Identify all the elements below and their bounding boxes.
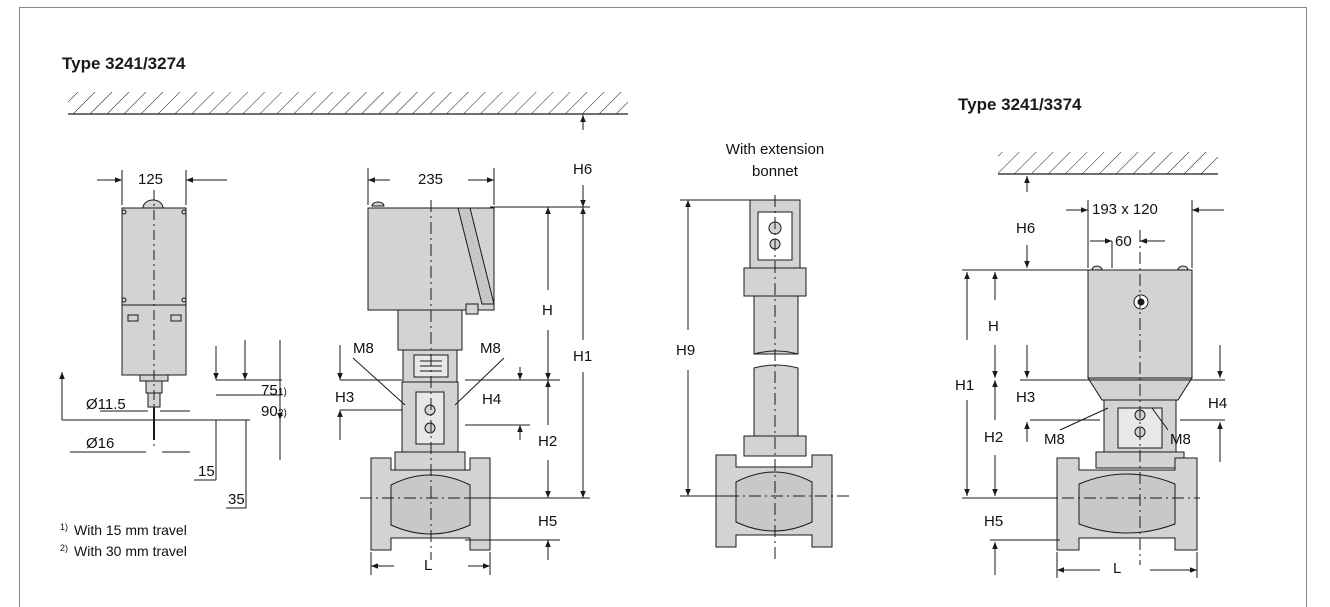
extension-H9-label: H9 (676, 342, 695, 359)
footnote-1-text: With 15 mm travel (74, 522, 187, 538)
technical-drawing: 125 Ø11.5 Ø16 75 1) 90 2) 15 35 1) With … (59, 92, 1227, 578)
dim-75-ref: 1) (278, 387, 287, 398)
extension-label-line2: bonnet (752, 163, 799, 180)
valve-front-view (360, 200, 500, 560)
right-H1-label: H1 (955, 377, 974, 394)
front-width-label: 235 (418, 171, 443, 188)
page: { "titles": { "left": "Type 3241/3274", … (19, 7, 1307, 607)
extension-label-line1: With extension (726, 141, 824, 158)
side-width-label: 125 (138, 171, 163, 188)
front-H5-label: H5 (538, 513, 557, 530)
dim-90-ref: 2) (278, 408, 287, 419)
actuator-side-view (121, 190, 187, 450)
front-H2-label: H2 (538, 433, 557, 450)
drawing-frame (19, 7, 1307, 607)
right-M8-left-label: M8 (1044, 431, 1065, 448)
front-M8-right-label: M8 (480, 340, 501, 357)
side-view-dimensions (59, 170, 283, 509)
right-H5-label: H5 (984, 513, 1003, 530)
right-H2-label: H2 (984, 429, 1003, 446)
right-view-dimensions (962, 176, 1225, 578)
stem-diameter-label: Ø11.5 (86, 396, 126, 413)
front-view-dimensions (337, 115, 590, 575)
right-H4-label: H4 (1208, 395, 1227, 412)
front-L-label: L (424, 557, 432, 574)
footnotes: 1) With 15 mm travel 2) With 30 mm trave… (60, 522, 187, 559)
right-dim-60-label: 60 (1115, 233, 1132, 250)
dim-90-label: 90 (261, 403, 278, 420)
footnote-2-text: With 30 mm travel (74, 543, 187, 559)
ceiling-hatch-left (68, 92, 628, 115)
front-H6-label: H6 (573, 161, 592, 178)
right-H3-label: H3 (1016, 389, 1035, 406)
footnote-1-mark: 1) (60, 522, 68, 532)
right-size-label: 193 x 120 (1092, 201, 1158, 218)
front-H1-label: H1 (573, 348, 592, 365)
right-H-label: H (988, 318, 999, 335)
right-H6-label: H6 (1016, 220, 1035, 237)
nut-diameter-label: Ø16 (86, 435, 114, 452)
extension-bonnet-view (705, 195, 850, 562)
dim-35-label: 35 (228, 491, 245, 508)
ceiling-hatch-right (998, 152, 1218, 175)
front-H3-label: H3 (335, 389, 354, 406)
valve-right-view (1040, 230, 1200, 565)
footnote-2-mark: 2) (60, 543, 68, 553)
dim-75-label: 75 (261, 382, 278, 399)
right-L-label: L (1113, 560, 1121, 577)
extension-dimensions (680, 199, 756, 497)
title-type-3241-3274: Type 3241/3274 (62, 54, 186, 73)
title-type-3241-3374: Type 3241/3374 (958, 95, 1082, 114)
front-H-label: H (542, 302, 553, 319)
dim-15-label: 15 (198, 463, 215, 480)
right-M8-right-label: M8 (1170, 431, 1191, 448)
front-M8-left-label: M8 (353, 340, 374, 357)
front-H4-label: H4 (482, 391, 501, 408)
